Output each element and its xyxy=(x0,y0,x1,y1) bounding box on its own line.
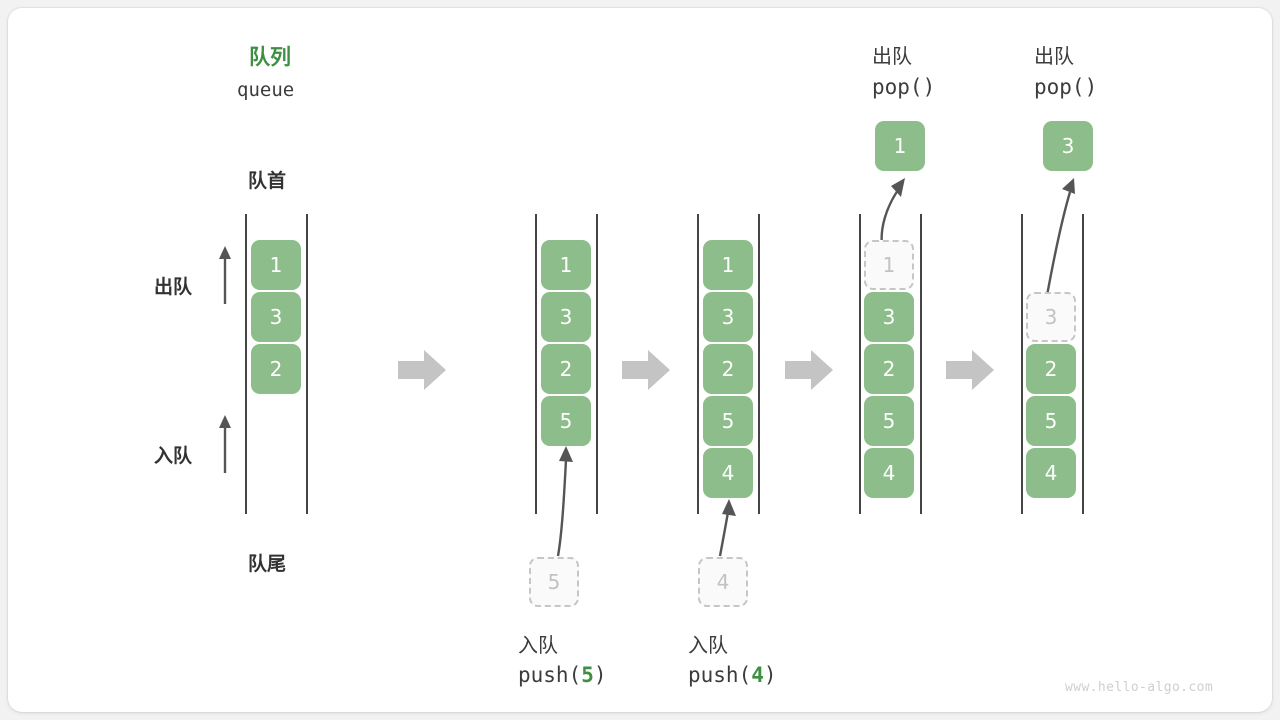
rail-left xyxy=(1021,214,1023,514)
queue-cell: 2 xyxy=(541,344,591,394)
queue-cell-removed: 1 xyxy=(864,240,914,290)
rail-left xyxy=(245,214,247,514)
queue-cell-new: 4 xyxy=(703,448,753,498)
diagram-card: 队列 queue 队首 队尾 出队 入队 1 3 2 1 3 2 5 5 xyxy=(8,8,1272,712)
queue-cell: 2 xyxy=(1026,344,1076,394)
popped-cell: 1 xyxy=(875,121,925,171)
code-suffix: ) xyxy=(593,663,607,687)
flow-arrow-icon xyxy=(785,350,833,390)
queue-cell: 2 xyxy=(251,344,301,394)
rail-right xyxy=(596,214,598,514)
incoming-ghost-cell: 4 xyxy=(698,557,748,607)
queue-cell: 1 xyxy=(251,240,301,290)
queue-cell: 5 xyxy=(1026,396,1076,446)
rail-right xyxy=(758,214,760,514)
pop-arrow-icon xyxy=(1044,178,1075,302)
rail-right xyxy=(1082,214,1084,514)
code-prefix: push( xyxy=(518,663,582,687)
code-prefix: push( xyxy=(688,663,752,687)
flow-arrow-icon xyxy=(398,350,446,390)
queue-cell: 2 xyxy=(864,344,914,394)
stage-caption-code: push(4) xyxy=(688,663,777,687)
flow-arrow-icon xyxy=(946,350,994,390)
queue-cell: 2 xyxy=(703,344,753,394)
flow-arrow-icon xyxy=(622,350,670,390)
label-queue-tail: 队尾 xyxy=(248,553,287,575)
queue-cell: 1 xyxy=(541,240,591,290)
queue-cell: 1 xyxy=(703,240,753,290)
push-arrow-icon xyxy=(556,446,573,557)
queue-cell: 3 xyxy=(703,292,753,342)
watermark: www.hello-algo.com xyxy=(1065,680,1214,695)
queue-cell: 5 xyxy=(703,396,753,446)
popped-cell: 3 xyxy=(1043,121,1093,171)
pop-arrow-icon xyxy=(880,178,905,247)
stage-caption-code: push(5) xyxy=(518,663,607,687)
rail-left xyxy=(697,214,699,514)
stage-caption-cn: 出队 xyxy=(1034,44,1074,68)
rail-left xyxy=(859,214,861,514)
stage-caption-cn: 入队 xyxy=(688,633,728,657)
diagram-title-en: queue xyxy=(237,79,295,101)
queue-cell: 4 xyxy=(1026,448,1076,498)
enqueue-up-arrow-icon xyxy=(219,415,231,473)
label-dequeue: 出队 xyxy=(154,276,193,298)
queue-cell: 3 xyxy=(541,292,591,342)
stage-caption-cn: 入队 xyxy=(518,633,558,657)
stage-caption-cn: 出队 xyxy=(872,44,912,68)
rail-left xyxy=(535,214,537,514)
rail-right xyxy=(920,214,922,514)
diagram-title-cn: 队列 xyxy=(249,45,291,69)
label-enqueue: 入队 xyxy=(154,445,193,467)
queue-cell-new: 5 xyxy=(541,396,591,446)
push-arrow-icon xyxy=(718,499,736,557)
code-value: 4 xyxy=(751,663,764,687)
stage-caption-code: pop() xyxy=(872,75,936,99)
queue-cell: 4 xyxy=(864,448,914,498)
dequeue-up-arrow-icon xyxy=(219,246,231,304)
queue-cell: 3 xyxy=(864,292,914,342)
label-queue-head: 队首 xyxy=(248,170,287,192)
code-value: 5 xyxy=(581,663,594,687)
rail-right xyxy=(306,214,308,514)
queue-cell: 5 xyxy=(864,396,914,446)
incoming-ghost-cell: 5 xyxy=(529,557,579,607)
code-suffix: ) xyxy=(763,663,777,687)
queue-cell: 3 xyxy=(251,292,301,342)
stage-caption-code: pop() xyxy=(1034,75,1098,99)
queue-cell-removed: 3 xyxy=(1026,292,1076,342)
